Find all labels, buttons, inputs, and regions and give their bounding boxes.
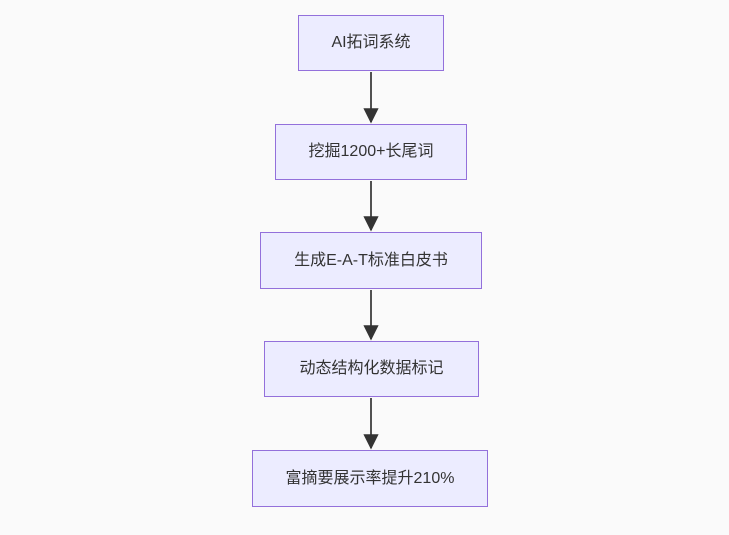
flow-node-longtail-mining: 挖掘1200+长尾词	[275, 124, 467, 180]
flow-node-ai-keyword-system: AI拓词系统	[298, 15, 444, 71]
flow-node-rich-snippet-result: 富摘要展示率提升210%	[252, 450, 488, 507]
flow-node-label: 挖掘1200+长尾词	[308, 143, 434, 160]
flow-node-label: AI拓词系统	[331, 34, 411, 51]
flow-node-label: 富摘要展示率提升210%	[285, 469, 455, 487]
flow-node-label: 动态结构化数据标记	[299, 360, 444, 377]
flow-node-eat-whitepaper: 生成E-A-T标准白皮书	[260, 232, 482, 289]
flow-node-structured-data-markup: 动态结构化数据标记	[264, 341, 479, 397]
flow-node-label: 生成E-A-T标准白皮书	[294, 251, 448, 269]
